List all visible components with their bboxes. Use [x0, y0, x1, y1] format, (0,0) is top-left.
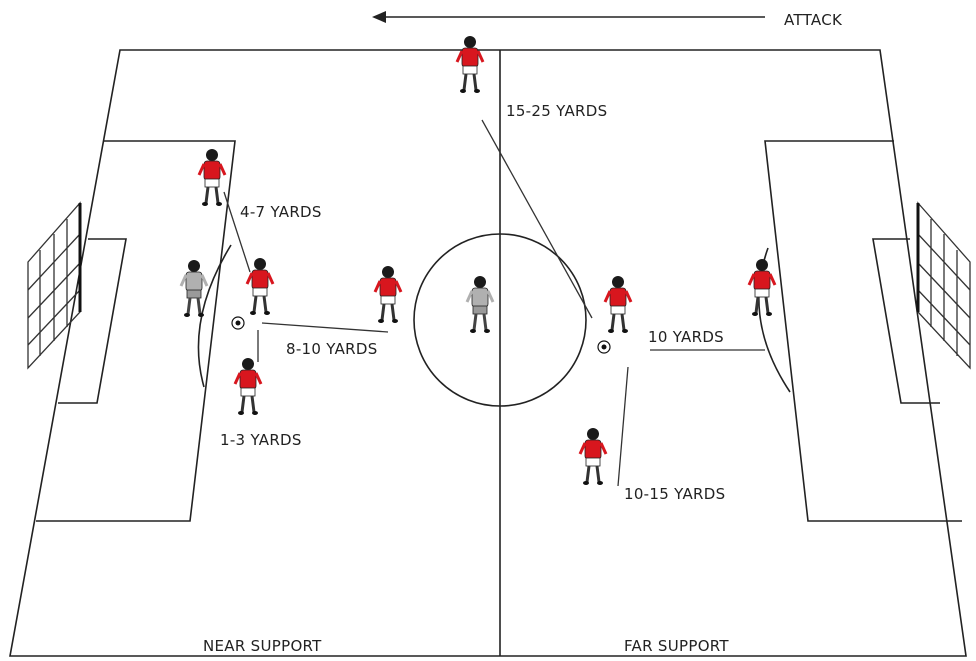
attack-label: ATTACK: [784, 11, 843, 29]
near-support-label: NEAR SUPPORT: [203, 637, 322, 655]
line-10-15-yards: [617, 366, 629, 487]
label-10-yards: 10 YARDS: [648, 328, 724, 346]
label-8-10-yards: 8-10 YARDS: [286, 340, 378, 358]
line-4-7-yards: [223, 191, 251, 273]
distance-lines: [223, 119, 765, 487]
goalkeeper-player: [747, 257, 777, 318]
support-mid-player: [373, 264, 403, 325]
near-support-top-player: [197, 147, 227, 208]
near-support-bottom-player: [233, 356, 263, 417]
far-support-player: [578, 426, 608, 487]
ball-right: [597, 340, 611, 354]
pitch-markings: [9, 49, 971, 657]
attack-arrow: [372, 11, 765, 23]
striker-player: [455, 34, 485, 95]
ball-carrier-right-player: [603, 274, 633, 335]
right-goal: [916, 201, 971, 370]
defender-center-player: [465, 274, 495, 335]
label-4-7-yards: 4-7 YARDS: [240, 203, 322, 221]
label-10-15-yards: 10-15 YARDS: [624, 485, 725, 503]
label-15-25-yards: 15-25 YARDS: [506, 102, 607, 120]
far-support-label: FAR SUPPORT: [624, 637, 729, 655]
label-1-3-yards: 1-3 YARDS: [220, 431, 302, 449]
ball-left: [231, 316, 245, 330]
ball-carrier-left-player: [245, 256, 275, 317]
line-15-25-yards: [481, 119, 593, 319]
left-goal: [27, 201, 82, 370]
line-8-10-yards: [261, 322, 389, 333]
